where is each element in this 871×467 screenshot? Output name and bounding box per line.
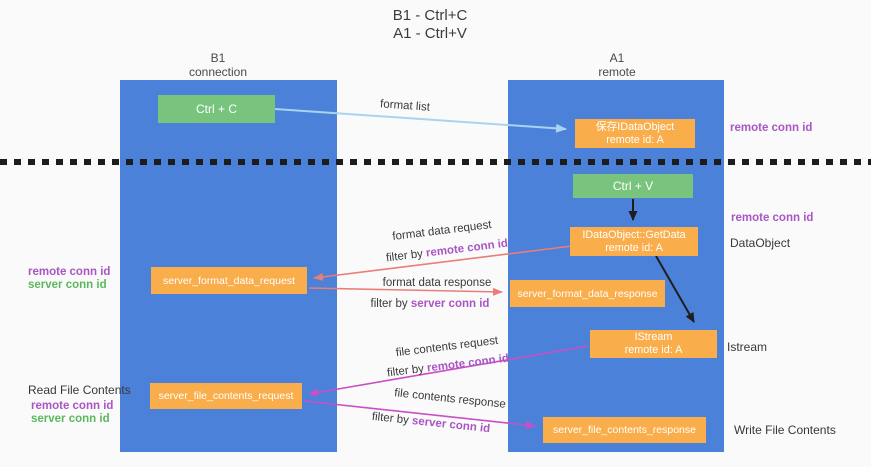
ctrl-c-box: Ctrl + C	[158, 95, 275, 123]
istream-remote-id: remote id: A	[624, 344, 683, 356]
ctrl-v-box: Ctrl + V	[573, 174, 693, 198]
session-divider-dashed-line	[0, 159, 871, 165]
server-file-contents-response-label: server_file_contents_response	[552, 424, 696, 436]
ctrl-c-label: Ctrl + C	[195, 102, 237, 116]
save-idataobject-remote-id: remote id: A	[606, 133, 664, 146]
istream-side-label: Istream	[727, 340, 768, 354]
left-remote-conn-id-format: remote conn id	[28, 266, 111, 278]
filter-by-text: filter by	[385, 247, 427, 265]
server-file-contents-response-box: server_file_contents_response	[543, 417, 706, 443]
left-server-conn-id-file: server conn id	[31, 413, 110, 425]
read-file-contents-label: Read File Contents	[28, 383, 131, 397]
format-data-response-filter-label: filter by server conn id	[371, 298, 490, 310]
server-file-contents-request-box: server_file_contents_request	[150, 383, 302, 409]
filter-by-text: filter by	[386, 362, 428, 380]
getdata-box: IDataObject::GetData remote id: A	[570, 227, 698, 256]
diagram-title: B1 - Ctrl+C A1 - Ctrl+V	[393, 7, 468, 43]
format-data-request-label: format data request	[391, 218, 493, 244]
ctrl-v-label: Ctrl + V	[612, 179, 654, 193]
right-remote-conn-id-mid: remote conn id	[731, 212, 814, 224]
lane-b1-role: connection	[188, 65, 248, 79]
remote-conn-id-key: remote conn id	[426, 352, 510, 375]
file-contents-response-label: file contents response	[393, 387, 507, 411]
dataobject-label: DataObject	[730, 236, 791, 250]
server-format-data-response-label: server_format_data_response	[517, 287, 658, 300]
format-list-label: format list	[379, 98, 431, 114]
lane-a1-name: A1	[609, 51, 625, 65]
lane-b1-name: B1	[210, 51, 226, 65]
filter-by-text: filter by	[371, 410, 413, 427]
title-line-2: A1 - Ctrl+V	[393, 25, 467, 42]
file-contents-response-filter-label: filter by server conn id	[371, 411, 490, 435]
left-remote-conn-id-file: remote conn id	[31, 400, 114, 412]
istream-box: IStream remote id: A	[590, 330, 717, 358]
server-format-data-request-label: server_format_data_request	[163, 274, 295, 287]
server-conn-id-key: server conn id	[411, 415, 491, 436]
title-line-1: B1 - Ctrl+C	[392, 7, 468, 24]
right-remote-conn-id-top: remote conn id	[730, 122, 813, 134]
server-format-data-response-box: server_format_data_response	[510, 280, 665, 307]
left-server-conn-id-format: server conn id	[28, 279, 107, 291]
write-file-contents-label: Write File Contents	[734, 423, 836, 437]
save-idataobject-title: 保存IDataObject	[595, 120, 675, 133]
server-conn-id-key: server conn id	[410, 298, 490, 310]
getdata-remote-id: remote id: A	[605, 241, 663, 254]
lane-a1-role: remote	[598, 65, 636, 79]
filter-by-text: filter by	[370, 298, 411, 310]
save-idataobject-box: 保存IDataObject remote id: A	[575, 119, 695, 148]
getdata-title: IDataObject::GetData	[582, 228, 686, 241]
server-file-contents-request-label: server_file_contents_request	[158, 390, 294, 402]
server-format-data-request-box: server_format_data_request	[151, 267, 307, 294]
remote-conn-id-key: remote conn id	[425, 237, 509, 260]
format-data-response-label: format data response	[382, 277, 492, 289]
istream-title: IStream	[634, 331, 673, 343]
lane-header-a1: A1 remote	[598, 51, 635, 79]
lane-header-b1: B1 connection	[189, 51, 247, 79]
